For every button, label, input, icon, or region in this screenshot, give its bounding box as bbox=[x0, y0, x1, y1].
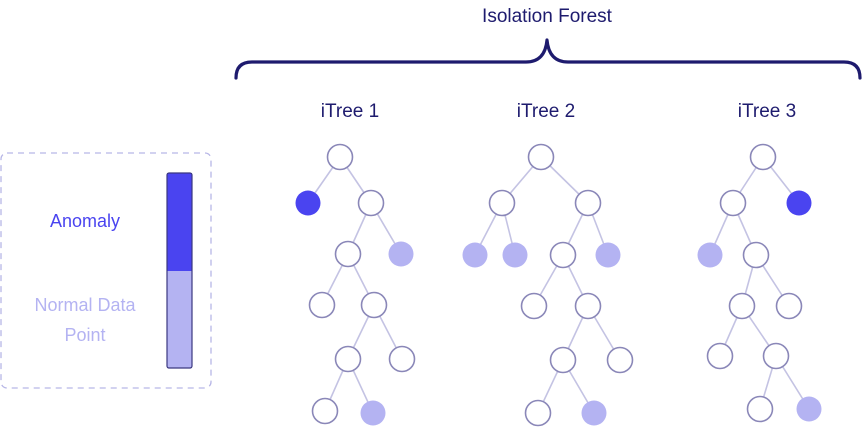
tree-node-anomaly bbox=[786, 190, 812, 216]
tree-title-2: iTree 2 bbox=[517, 101, 575, 122]
tree-node bbox=[719, 189, 747, 217]
tree-node-anomaly bbox=[295, 190, 321, 216]
tree-node-normal bbox=[796, 396, 822, 422]
itree-1 bbox=[295, 143, 416, 426]
legend-anomaly-swatch bbox=[167, 173, 192, 271]
tree-node bbox=[742, 241, 770, 269]
legend-color-bar bbox=[166, 172, 193, 369]
legend-normal-swatch bbox=[167, 271, 192, 368]
tree-node bbox=[746, 395, 774, 423]
legend-normal-label-line1: Normal Data bbox=[34, 295, 136, 315]
tree-title-1: iTree 1 bbox=[321, 101, 379, 122]
tree-node-normal bbox=[360, 400, 386, 426]
tree-node bbox=[360, 291, 388, 319]
tree-node bbox=[706, 342, 734, 370]
tree-node bbox=[574, 292, 602, 320]
tree-node-normal bbox=[581, 400, 607, 426]
tree-node bbox=[606, 346, 634, 374]
tree-node bbox=[311, 397, 339, 425]
tree-node-normal bbox=[502, 242, 528, 268]
tree-node bbox=[527, 143, 555, 171]
tree-node bbox=[388, 345, 416, 373]
tree-node bbox=[574, 189, 602, 217]
tree-node-normal bbox=[595, 242, 621, 268]
legend-normal-label-line2: Point bbox=[64, 325, 105, 345]
tree-node bbox=[728, 292, 756, 320]
tree-node bbox=[524, 399, 552, 427]
tree-node-normal bbox=[697, 242, 723, 268]
forest-brace bbox=[234, 38, 862, 80]
legend-anomaly-label: Anomaly bbox=[50, 211, 120, 231]
tree-node bbox=[334, 240, 362, 268]
tree-node bbox=[488, 189, 516, 217]
tree-node bbox=[775, 292, 803, 320]
legend-box bbox=[0, 152, 212, 389]
tree-node bbox=[762, 342, 790, 370]
tree-node bbox=[520, 292, 548, 320]
tree-node bbox=[749, 143, 777, 171]
diagram-title: Isolation Forest bbox=[482, 6, 613, 27]
tree-node bbox=[308, 291, 336, 319]
tree-node bbox=[357, 189, 385, 217]
tree-title-3: iTree 3 bbox=[738, 101, 796, 122]
tree-node bbox=[326, 143, 354, 171]
tree-node-normal bbox=[462, 242, 488, 268]
tree-node bbox=[549, 241, 577, 269]
itree-2 bbox=[462, 143, 634, 427]
tree-node bbox=[549, 346, 577, 374]
itree-3 bbox=[697, 143, 822, 423]
tree-node-normal bbox=[388, 241, 414, 267]
tree-node bbox=[334, 345, 362, 373]
